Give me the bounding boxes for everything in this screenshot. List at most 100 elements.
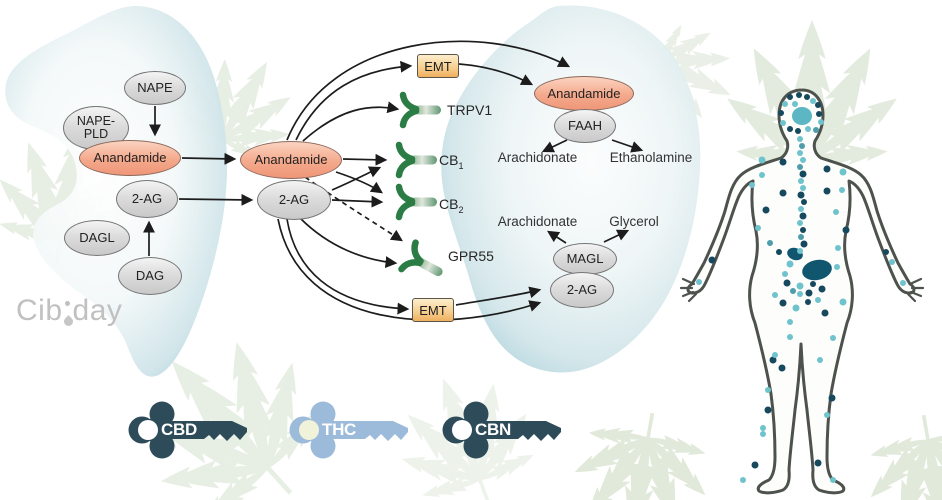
cb1-receptor-icon: [399, 145, 437, 175]
node-label: Anandamide: [254, 152, 328, 168]
receptor-dot: [798, 178, 804, 184]
cannabinoid-keys: [128, 401, 561, 459]
receptor-dot: [786, 260, 794, 268]
receptor-dot: [778, 110, 784, 116]
receptor-dot: [800, 185, 806, 191]
receptor-dot: [818, 119, 824, 125]
receptor-dot: [835, 245, 841, 251]
receptor-dot: [815, 102, 821, 108]
receptor-dot: [839, 168, 847, 176]
node-nape-label: NAPE: [137, 80, 173, 96]
receptor-dot: [830, 335, 836, 341]
receptor-dot: [787, 319, 793, 325]
receptor-dot: [818, 285, 826, 293]
receptor-dot: [813, 127, 819, 133]
cbn-key: [442, 401, 561, 459]
receptor-dot: [779, 189, 787, 197]
cannabis-leaf: [558, 401, 724, 500]
receptor-dot: [783, 279, 791, 287]
receptor-dot: [889, 259, 895, 265]
hand-fingers: [679, 277, 925, 303]
thc-key-label: THC: [322, 420, 357, 439]
receptor-dot: [708, 256, 716, 264]
receptor-dot: [823, 165, 831, 173]
trpv1-receptor-icon: [403, 95, 441, 125]
receptor-dot: [823, 187, 831, 195]
node-anandamide-postsynaptic: Anandamide: [534, 76, 634, 111]
node-label: 2-AG: [131, 191, 163, 207]
receptor-dot: [797, 291, 803, 297]
node-label: DAG: [135, 268, 165, 284]
cb2-receptor-label: CB2: [439, 196, 464, 215]
pathway-arrows: [143, 40, 644, 321]
receptor-dot: [772, 352, 778, 358]
postsynaptic-neuron-blob: [441, 5, 701, 373]
receptor-dot: [798, 206, 804, 212]
receptor-dot: [787, 94, 793, 100]
node-nape: NAPE: [124, 71, 186, 105]
receptor-dot: [810, 281, 816, 287]
trpv1-receptor-label: TRPV1: [447, 102, 493, 118]
receptor-dot: [779, 158, 787, 166]
cbn-key-label: CBN: [475, 420, 511, 439]
receptor-dot: [824, 412, 830, 418]
node-label: 2-AG: [278, 192, 310, 208]
thc-key: [289, 401, 408, 459]
receptor-dot: [759, 172, 765, 178]
logo-text-right: day: [72, 294, 123, 327]
receptor-dot: [817, 357, 823, 363]
receptor-dot: [814, 459, 822, 467]
receptor-dot: [765, 387, 771, 393]
receptor-dot: [755, 225, 761, 231]
node-2ag-cleft: 2-AG: [257, 180, 331, 220]
glycerol-label: Glycerol: [609, 214, 659, 229]
receptor-dot: [797, 150, 803, 156]
receptor-dot: [749, 182, 755, 188]
node-2ag-presynaptic: 2-AG: [116, 180, 178, 218]
receptor-dot: [800, 240, 808, 248]
arachidonate-label-1: Arachidonate: [497, 150, 578, 165]
receptor-dot: [805, 126, 811, 132]
receptor-dot: [795, 128, 801, 134]
receptor-dot: [797, 248, 803, 254]
cbd-key-label: CBD: [161, 420, 197, 439]
organ-blob: [802, 259, 832, 281]
receptor-dot: [842, 226, 850, 234]
receptor-dot: [805, 289, 813, 297]
receptor-dot: [762, 206, 770, 214]
receptor-dot: [799, 212, 807, 220]
emt-transporter-bottom: EMT: [412, 298, 454, 322]
receptor-dot: [900, 280, 906, 286]
receptor-dot: [821, 309, 829, 317]
receptor-dot: [782, 101, 788, 107]
node-anandamide-presynaptic: Anandamide: [79, 140, 181, 176]
receptor-dot: [834, 264, 840, 270]
receptor-dot: [740, 477, 746, 483]
receptor-dot: [804, 94, 810, 100]
human-body-figure: [679, 88, 925, 495]
node-label: DAGL: [79, 230, 115, 246]
receptor-dot: [787, 334, 793, 340]
node-2ag-postsynaptic: 2-AG: [550, 272, 614, 308]
receptor-dot: [764, 406, 772, 414]
receptor-dot: [772, 292, 778, 298]
cibiday-watermark: Cib day: [16, 294, 122, 334]
emt-transporter-top: EMT: [417, 54, 459, 78]
node-label: Anandamide: [547, 85, 621, 101]
node-nape-pld-label: NAPE-PLD: [76, 113, 116, 141]
receptor-dot: [767, 240, 773, 246]
cannabis-leaf: [852, 403, 942, 500]
receptor-dot: [782, 271, 788, 277]
receptor-dot: [776, 249, 782, 255]
receptor-dot: [797, 220, 803, 226]
brain-organ-blob: [792, 107, 812, 125]
receptor-dot: [696, 279, 702, 285]
receptor-dot: [797, 136, 803, 142]
receptor-dot: [883, 249, 889, 255]
receptor-dot: [778, 364, 786, 372]
ethanolamine-label: Ethanolamine: [609, 150, 693, 165]
node-dag: DAG: [118, 257, 182, 295]
arachidonate-label-2: Arachidonate: [497, 214, 578, 229]
node-label: Anandamide: [93, 150, 167, 166]
receptor-dot: [760, 425, 766, 431]
